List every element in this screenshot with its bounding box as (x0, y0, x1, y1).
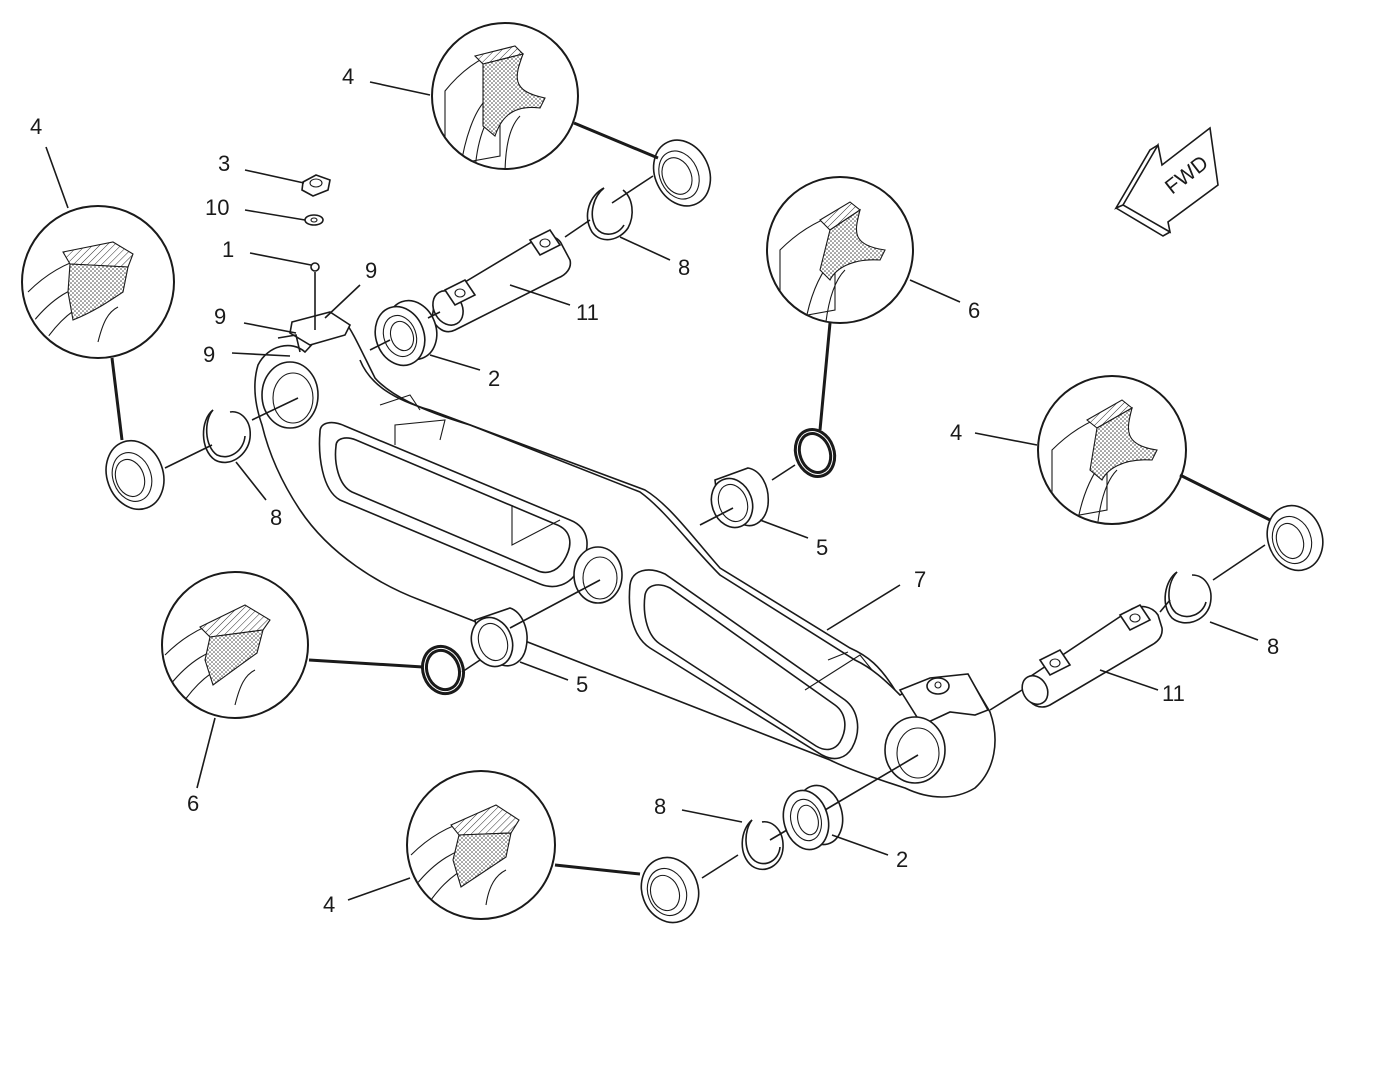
callout-8: 8 (678, 255, 690, 280)
callout-9: 9 (365, 258, 377, 283)
callout-3: 3 (218, 151, 230, 176)
callout-8: 8 (654, 794, 666, 819)
forward-direction-arrow: FWD (1114, 126, 1219, 237)
pin-lower (1021, 603, 1163, 708)
detail-circle-seal-right (1037, 375, 1187, 525)
callout-1: 1 (222, 237, 234, 262)
callout-4: 4 (950, 420, 962, 445)
callout-2: 2 (896, 847, 908, 872)
o-ring-left (420, 644, 466, 696)
detail-circle-seal-top (431, 22, 579, 170)
callout-2: 2 (488, 366, 500, 391)
bearing-lower (782, 784, 844, 851)
axle-beam (253, 311, 996, 798)
seal-upper (652, 139, 712, 207)
callout-10: 10 (205, 195, 229, 220)
bushing-right (710, 467, 770, 529)
callout-8: 8 (1267, 634, 1279, 659)
o-ring-right (793, 428, 837, 478)
bushing-left (470, 607, 528, 668)
callout-8: 8 (270, 505, 282, 530)
snap-ring-lower (741, 819, 784, 871)
callout-4: 4 (323, 892, 335, 917)
pin-upper (431, 228, 572, 333)
grease-fitting-stack (301, 174, 331, 330)
callout-labels: 4 4 3 10 1 9 9 9 2 11 8 6 8 4 5 7 8 5 11… (30, 64, 1279, 917)
detail-circle-seal-bottom (406, 770, 556, 920)
seal-right (1266, 504, 1324, 572)
seal-lower (640, 856, 700, 924)
seal-left (105, 439, 165, 511)
leader-lines (45, 81, 1259, 901)
callout-11: 11 (1162, 681, 1185, 706)
callout-4: 4 (342, 64, 354, 89)
callout-9: 9 (203, 342, 215, 367)
callout-6: 6 (187, 791, 199, 816)
detail-circle-seal-left (21, 205, 175, 359)
detail-circle-oring-left (161, 571, 309, 719)
bearing-upper (374, 299, 438, 367)
o-ring-left-inner (424, 648, 462, 692)
snap-ring-upper (586, 187, 633, 241)
callout-5: 5 (816, 535, 828, 560)
callout-11: 11 (576, 300, 599, 325)
snap-ring-lower-right (1164, 571, 1212, 624)
callout-5: 5 (576, 672, 588, 697)
callout-7: 7 (914, 567, 926, 592)
detail-circle-oring-right (766, 176, 914, 324)
connector-lines (110, 121, 1271, 879)
callout-4: 4 (30, 114, 42, 139)
o-ring-right-inner (797, 432, 833, 474)
callout-9: 9 (214, 304, 226, 329)
snap-ring-left (202, 409, 251, 464)
callout-6: 6 (968, 298, 980, 323)
